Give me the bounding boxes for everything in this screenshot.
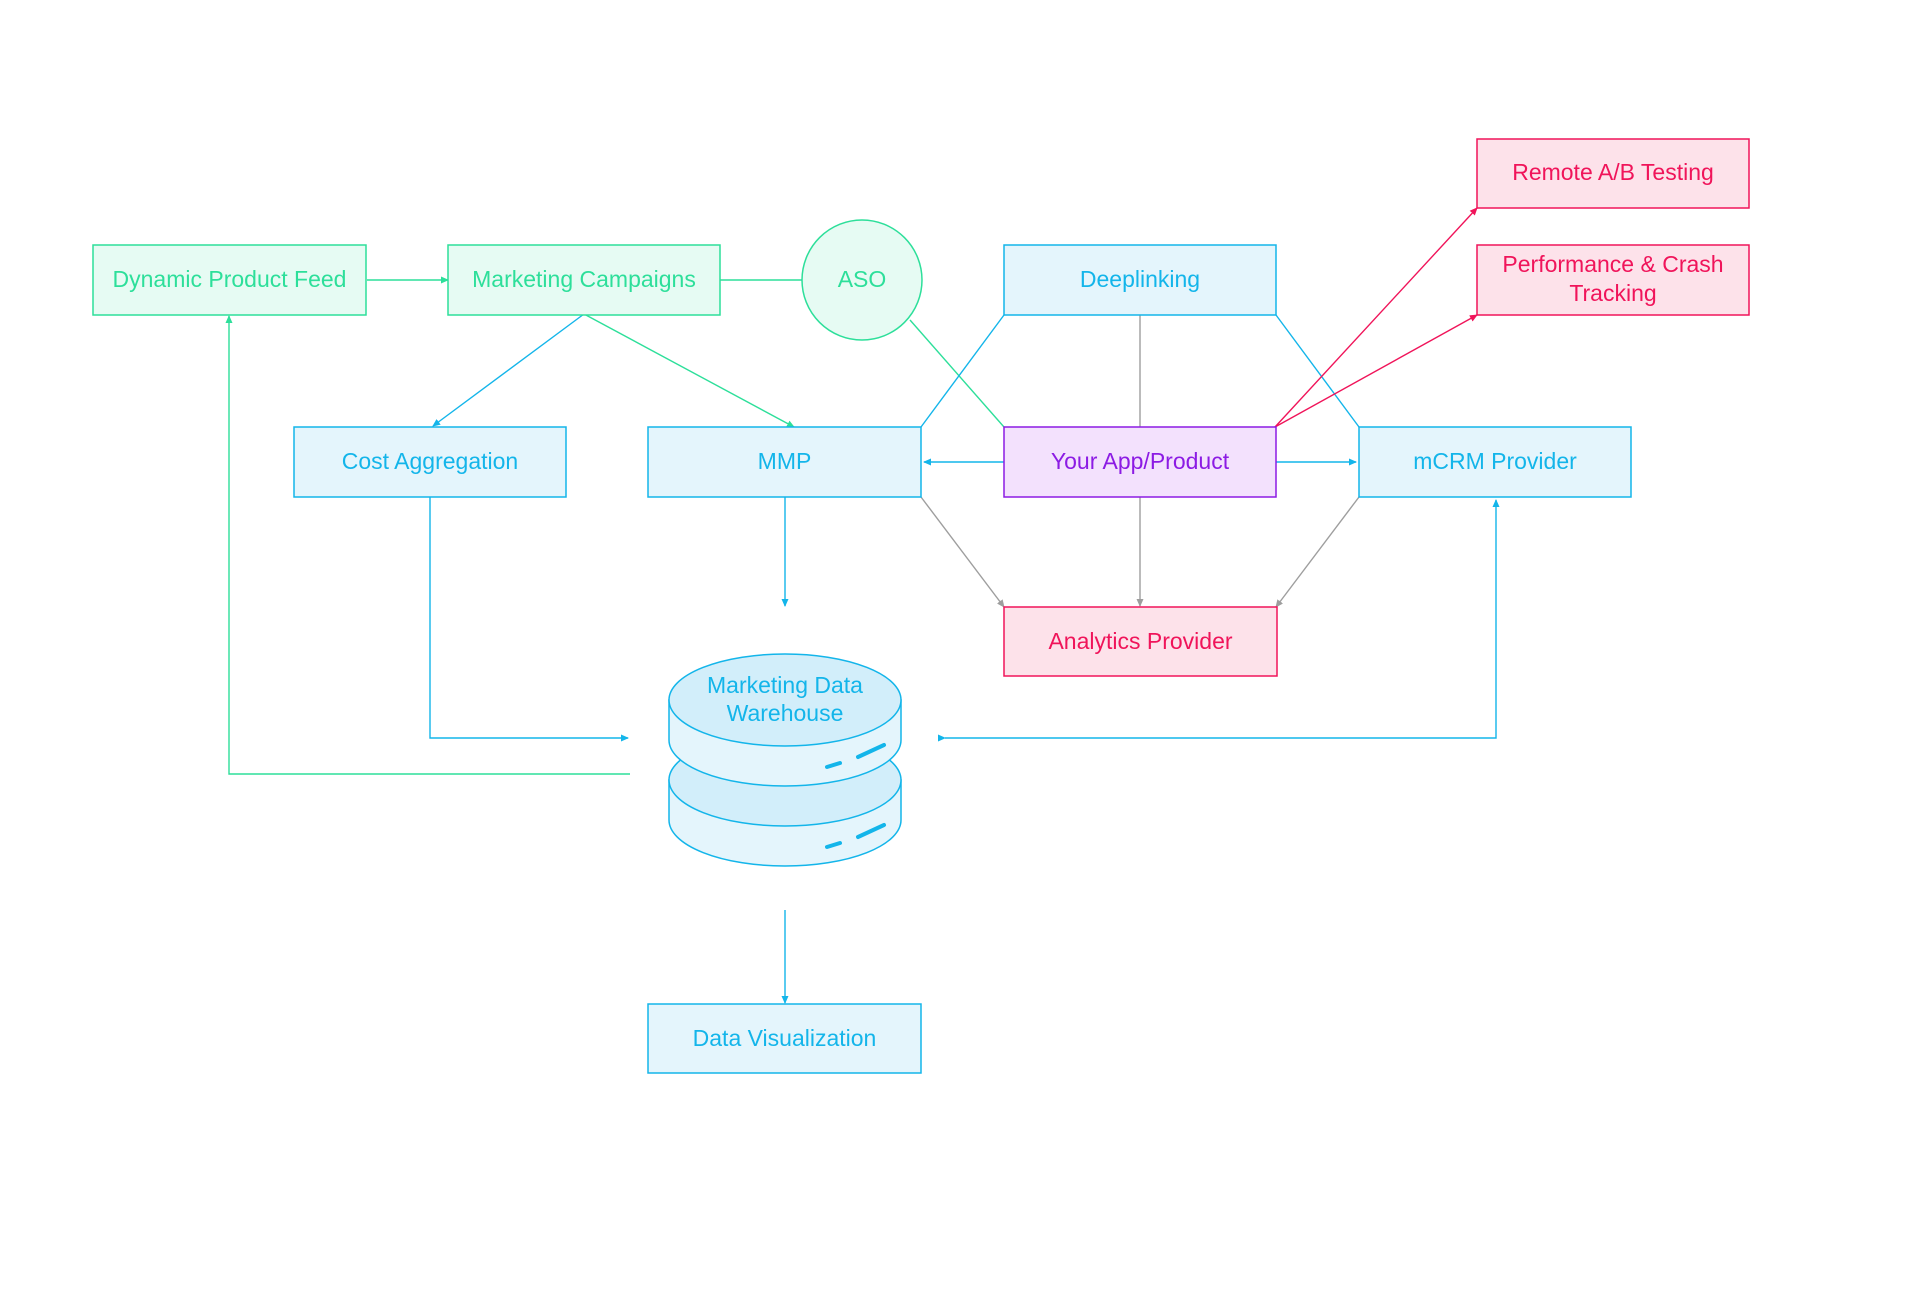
node-data-visualization: Data Visualization [647,1003,922,1074]
edge-aso-to-app [909,319,1005,428]
node-label: mCRM Provider [1413,448,1577,474]
edge-warehouse-to-feed [225,315,630,775]
node-label: Marketing Campaigns [472,266,696,292]
node-label: ASO [838,266,887,292]
edge-warehouse-mcrm [938,499,1500,742]
edge-mmp-to-analytics [920,496,1005,608]
edge-campaigns-to-cost [432,313,585,427]
edge-mcrm-to-analytics [1275,496,1360,608]
node-performance-crash-tracking: Performance & Crash Tracking [1476,244,1750,316]
node-label-line2: Warehouse [727,700,844,726]
edge-deeplinking-mmp [920,314,1005,428]
node-label: Dynamic Product Feed [113,266,347,292]
edge-app-ab-testing [1267,207,1478,435]
node-label: Deeplinking [1080,266,1200,292]
node-analytics-provider: Analytics Provider [1003,606,1278,677]
node-label: MMP [758,448,812,474]
node-label: Cost Aggregation [342,448,518,474]
node-deeplinking: Deeplinking [1003,244,1277,316]
node-mmp: MMP [647,426,922,498]
node-label-line2: Tracking [1569,280,1656,306]
node-label-line1: Performance & Crash [1502,251,1723,277]
connectors [225,207,1500,1004]
node-mcrm-provider: mCRM Provider [1358,426,1632,498]
node-marketing-campaigns: Marketing Campaigns [447,244,721,316]
node-remote-ab-testing: Remote A/B Testing [1476,138,1750,209]
node-your-app-product: Your App/Product [1003,426,1277,498]
node-marketing-data-warehouse: Marketing Data Warehouse [668,653,902,867]
database-icon [668,653,902,867]
node-label: Analytics Provider [1048,628,1232,654]
node-cost-aggregation: Cost Aggregation [293,426,567,498]
edge-campaigns-mmp [576,307,795,428]
node-aso: ASO [801,219,923,341]
node-label: Data Visualization [693,1025,877,1051]
edge-app-performance [1267,314,1478,434]
node-label-line1: Marketing Data [707,672,863,698]
node-dynamic-product-feed: Dynamic Product Feed [92,244,367,316]
node-label: Your App/Product [1051,448,1230,474]
edge-deeplinking-mcrm [1275,314,1360,428]
node-label: Remote A/B Testing [1512,159,1714,185]
edge-cost-to-warehouse [429,497,629,742]
